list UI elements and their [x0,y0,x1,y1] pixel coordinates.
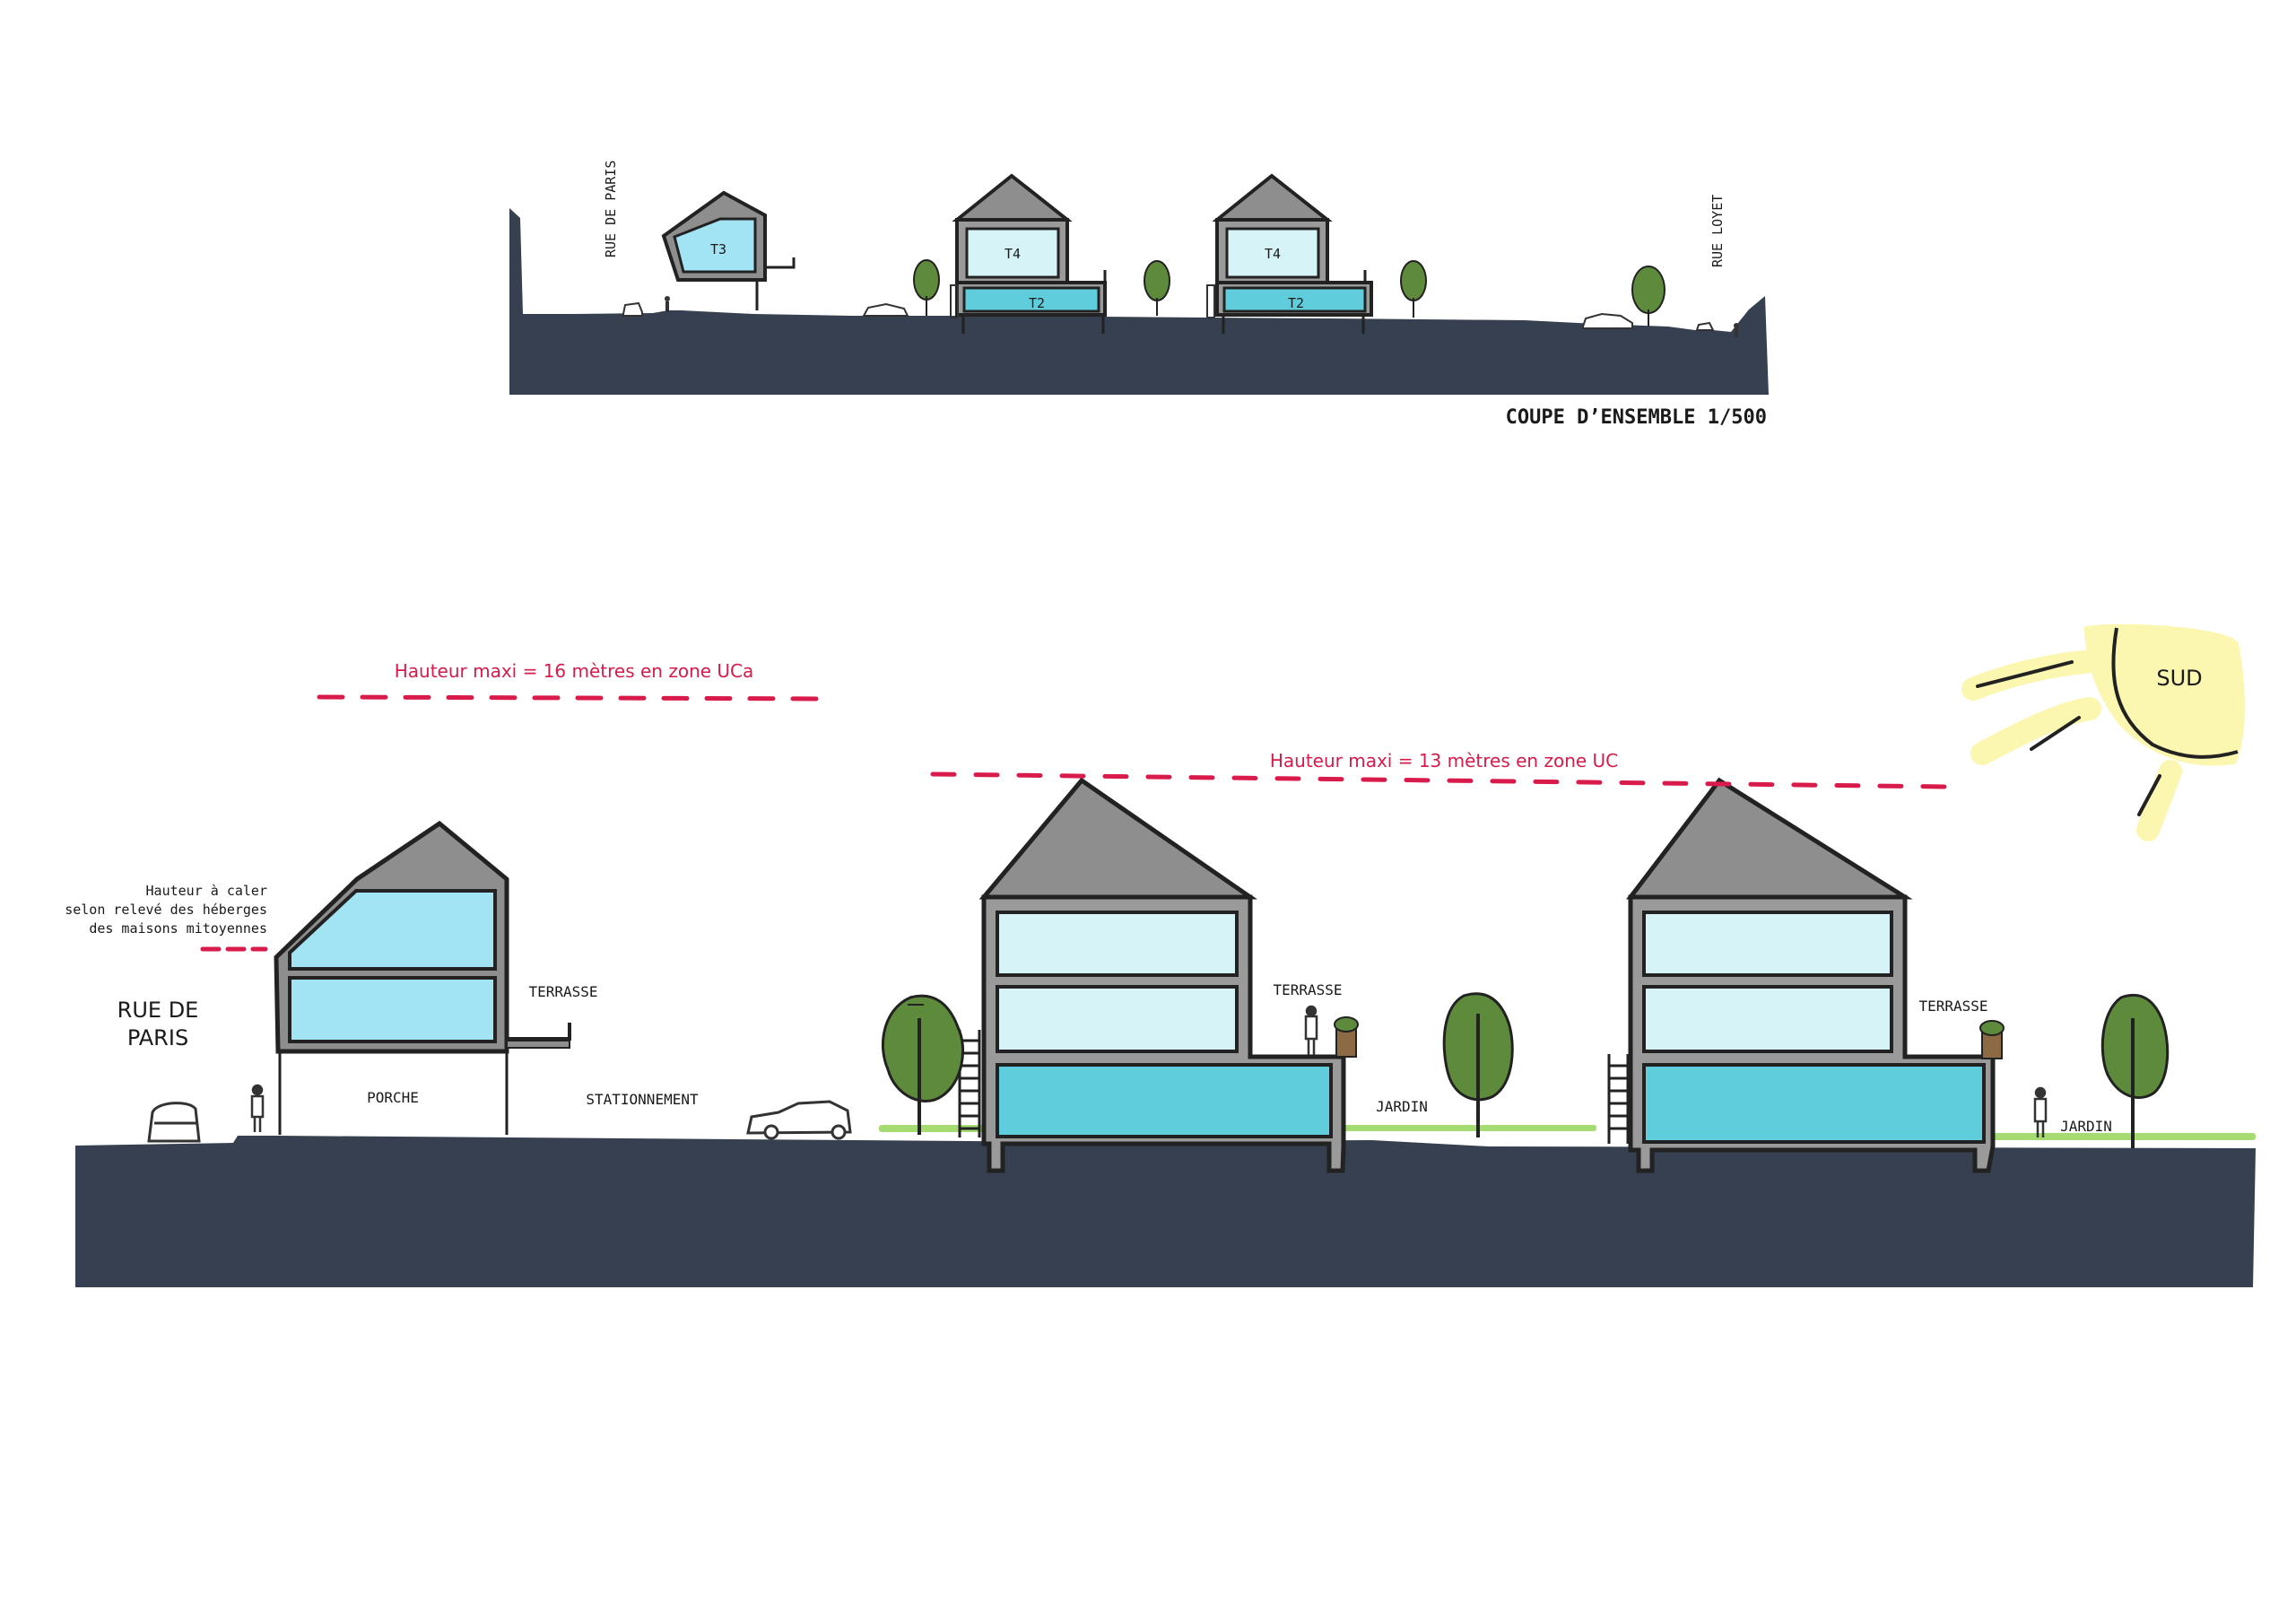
overview-section: T3 T4 T2 T4 T2 RUE DE PARIS RUE LOYET CO… [509,161,1769,429]
overview-street-left: RUE DE PARIS [603,161,619,257]
overview-ground [509,208,1769,395]
person-icon [250,1084,265,1132]
street-label-line-1: RUE DE [117,998,199,1023]
label-terrasse-c: TERRASSE [1918,998,1987,1015]
sun-label: SUD [2156,666,2202,691]
label-porche: PORCHE [367,1089,419,1106]
tree-icon [1442,992,1514,1137]
car-icon [746,1100,852,1140]
height-note-line-3: des maisons mitoyennes [89,920,267,937]
label-stationnement: STATIONNEMENT [586,1091,699,1108]
ladder-icon [1607,1054,1630,1144]
car-icon [147,1102,201,1143]
car-icon [862,302,909,317]
tree-icon [1631,266,1665,327]
car-icon [1695,321,1715,331]
detail-people [250,1005,2048,1137]
height-note-line-1: Hauteur à caler [146,883,267,899]
overview-cars [622,301,1715,331]
overview-people [665,296,1739,337]
tree-icon [913,259,940,316]
unit-label-t4: T4 [1004,246,1021,262]
building-a [274,820,571,1135]
height-note-line-2: selon relevé des héberges [65,902,267,918]
car-icon [1582,312,1633,329]
label-jardin-c: JARDIN [2060,1118,2112,1135]
overview-trees [913,259,1665,327]
height-limit-uc-label: Hauteur maxi = 13 mètres en zone UC [1270,750,1618,771]
car-icon [622,301,643,317]
unit-label-t4: T4 [1265,246,1281,262]
label-jardin-b: JARDIN [1376,1098,1428,1115]
tree-icon [1400,260,1427,318]
street-label-line-2: PARIS [127,1025,188,1050]
overview-building-t3 [661,190,796,310]
detail-trees [882,992,2170,1148]
overview-title: COUPE D’ENSEMBLE 1/500 [1506,406,1767,429]
sun-icon [1961,623,2245,841]
unit-label-t3: T3 [710,241,726,257]
building-c [1607,777,2005,1173]
label-terrasse-b: TERRASSE [1273,981,1342,998]
detail-ground [75,1136,2256,1287]
person-icon [665,296,670,301]
tree-icon [882,994,965,1135]
tree-icon [1144,260,1170,316]
overview-street-right: RUE LOYET [1709,195,1726,267]
overview-building-1 [950,173,1107,334]
person-icon [2033,1086,2048,1137]
overview-building-2 [1206,173,1373,334]
person-icon [1734,323,1739,328]
tree-icon [2100,993,2170,1148]
building-b [958,777,1359,1173]
person-icon [1304,1005,1318,1055]
label-terrasse-a: TERRASSE [528,983,597,1000]
height-limit-uca-label: Hauteur maxi = 16 mètres en zone UCa [395,660,754,682]
height-limit-uca-line [317,694,832,702]
detail-section: SUD Hauteur maxi = 16 mètres en zone UCa… [65,623,2256,1287]
unit-label-t2: T2 [1288,295,1304,311]
unit-label-t2: T2 [1029,295,1045,311]
detail-cars [147,1100,852,1143]
